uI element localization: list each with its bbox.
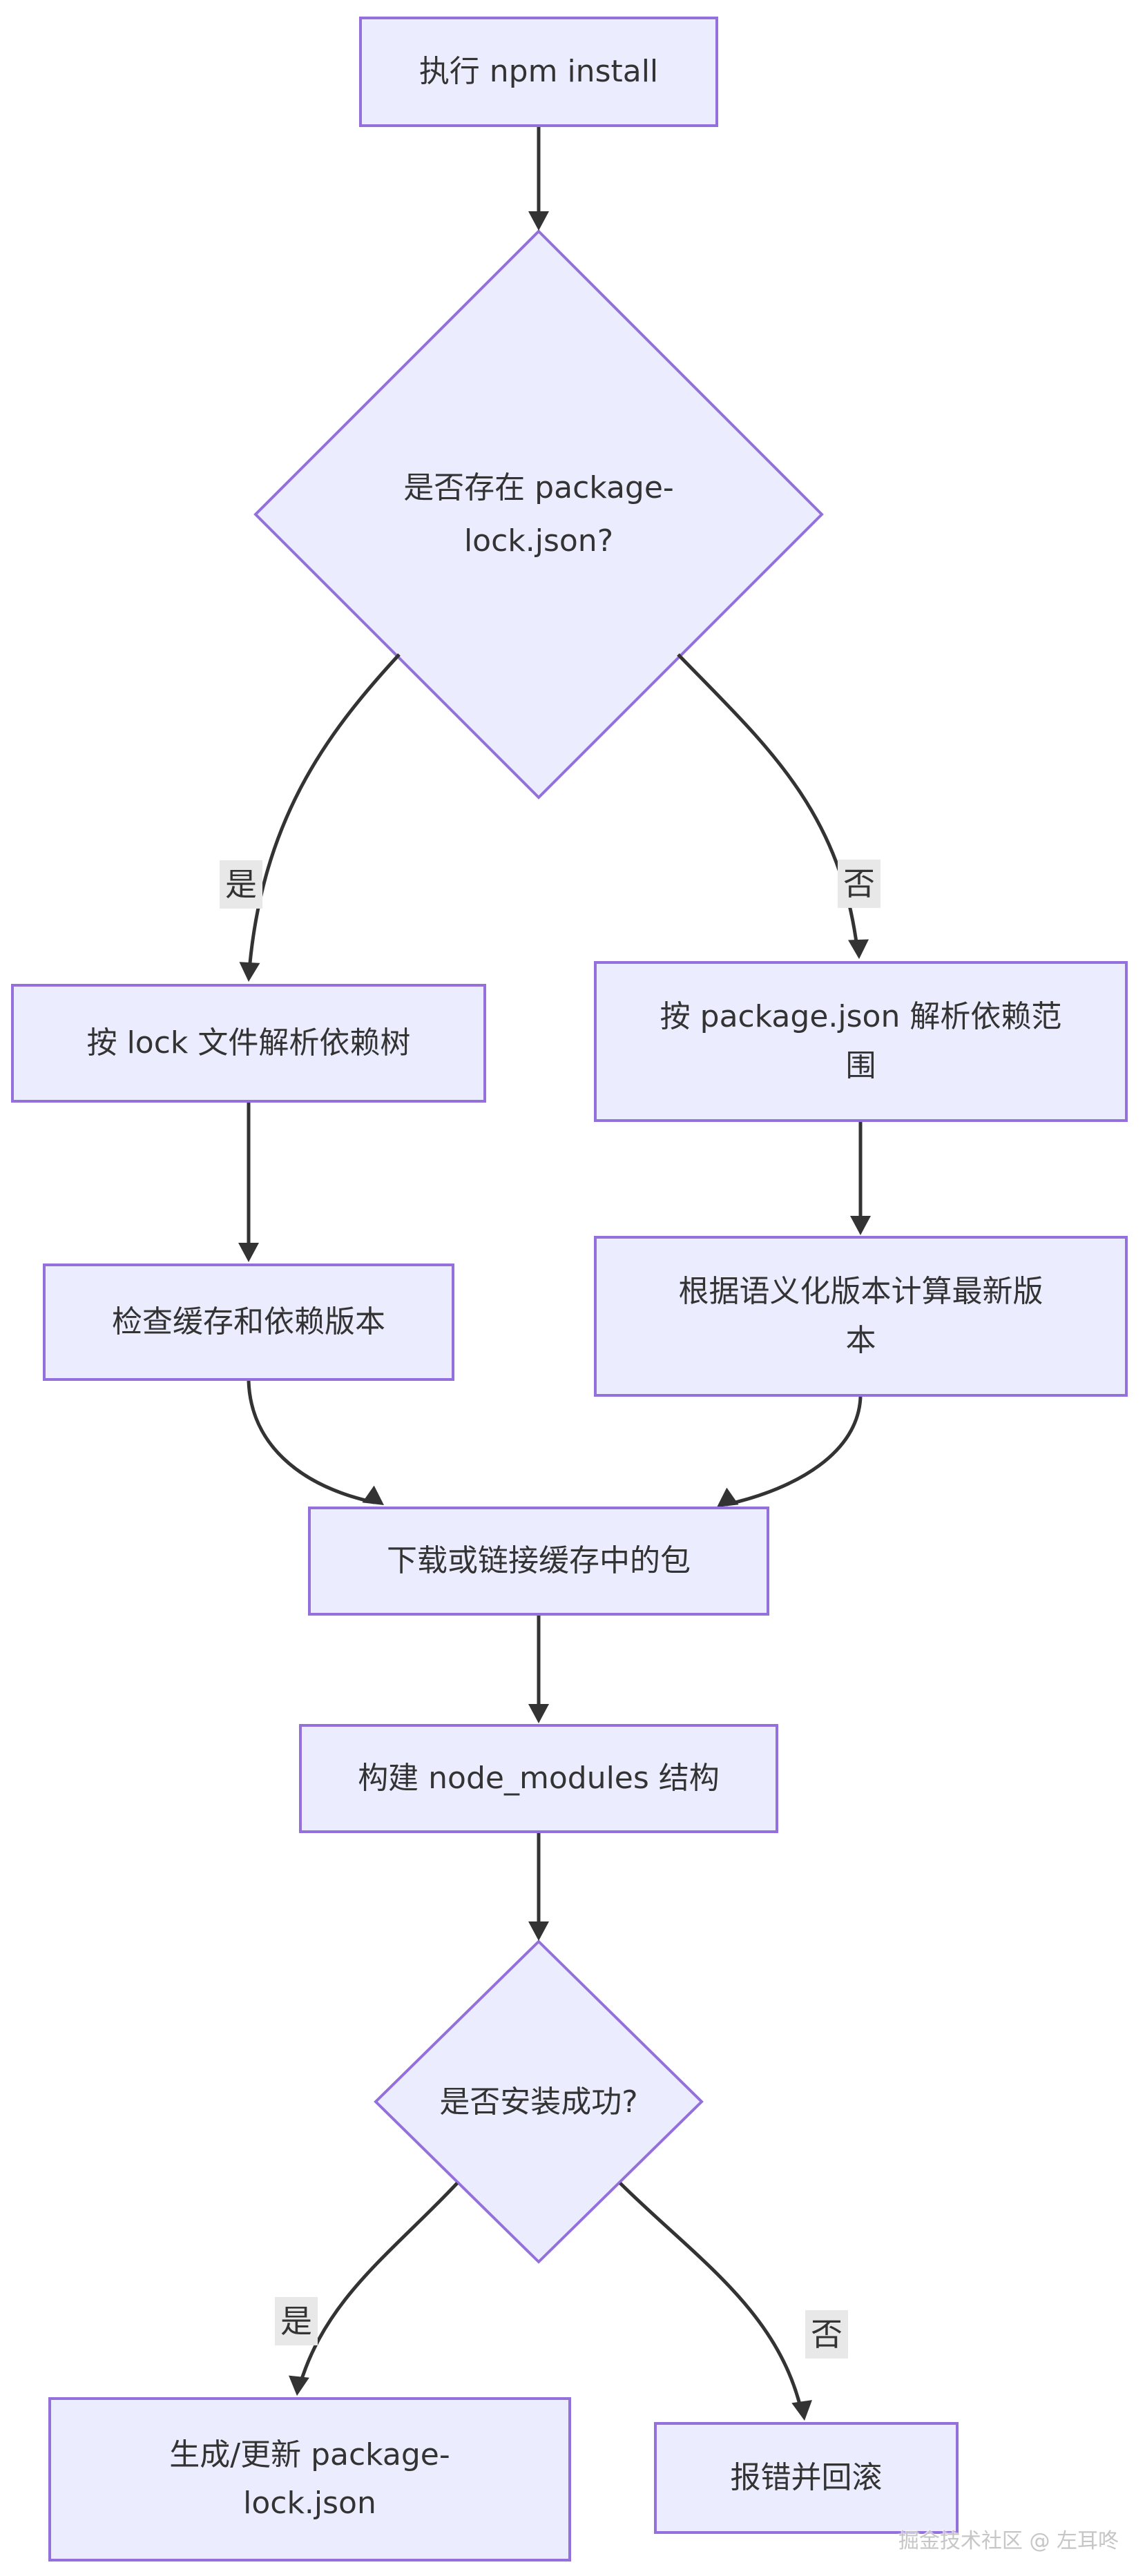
edge-decision-yes-to-parse-lock [247, 653, 401, 971]
node-parse-package-line2: 围 [845, 1047, 876, 1083]
node-decision-lock-line2: lock.json? [463, 523, 614, 559]
arrowhead-yes-to-generate-lock [289, 2375, 309, 2396]
edge-label-yes-2: 是 [275, 2296, 318, 2346]
edge-calc-semver-to-download [726, 1396, 863, 1507]
node-generate-lock-line1: 生成/更新 package- [169, 2437, 450, 2472]
node-generate-lock-line2: lock.json [243, 2486, 376, 2521]
edge-label-no-2: 否 [805, 2309, 848, 2359]
node-start: 执行 npm install [359, 17, 718, 127]
node-download: 下载或链接缓存中的包 [308, 1507, 769, 1616]
node-calc-semver: 根据语义化版本计算最新版 本 [594, 1236, 1128, 1397]
node-download-label: 下载或链接缓存中的包 [387, 1542, 691, 1578]
decision-success-diamond-shape [374, 1939, 704, 2264]
arrowhead-to-calc-semver [850, 1216, 871, 1235]
node-build-modules-label: 构建 node_modules 结构 [358, 1760, 720, 1796]
node-start-label: 执行 npm install [418, 53, 659, 89]
node-build-modules: 构建 node_modules 结构 [299, 1724, 778, 1833]
node-decision-lock: 是否存在 package- lock.json? [297, 428, 780, 601]
arrowhead-left-to-download [362, 1485, 384, 1505]
node-decision-success: 是否安装成功? [366, 2060, 711, 2143]
edge-label-no-1: 否 [838, 859, 881, 909]
node-decision-lock-line1: 是否存在 package- [403, 470, 674, 505]
node-calc-semver-line2: 本 [845, 1322, 876, 1358]
node-generate-lock: 生成/更新 package- lock.json [48, 2397, 571, 2562]
arrowhead-yes-to-parse-lock [239, 962, 260, 982]
edge-success-no-to-error-rollback [619, 2182, 803, 2410]
node-decision-success-label: 是否安装成功? [439, 2084, 638, 2120]
node-calc-semver-line1: 根据语义化版本计算最新版 [678, 1274, 1043, 1310]
node-check-cache: 检查缓存和依赖版本 [43, 1263, 454, 1381]
node-parse-package: 按 package.json 解析依赖范 围 [594, 961, 1128, 1122]
node-parse-lock: 按 lock 文件解析依赖树 [11, 984, 486, 1103]
arrowhead-right-to-download [717, 1487, 739, 1507]
node-parse-lock-label: 按 lock 文件解析依赖树 [86, 1025, 411, 1061]
edge-decision-no-to-parse-pkg [677, 653, 859, 948]
arrowhead-to-build [528, 1704, 549, 1723]
arrowhead-start-to-decision [528, 211, 549, 231]
watermark: 掘金技术社区 @ 左耳咚 [898, 2529, 1119, 2553]
edge-label-yes-1: 是 [220, 860, 262, 909]
arrowhead-no-to-parse-pkg [848, 939, 869, 959]
node-error-rollback: 报错并回滚 [654, 2422, 959, 2534]
edge-check-cache-to-download [247, 1380, 375, 1504]
arrowhead-to-check-cache [238, 1243, 259, 1262]
edge-success-yes-to-generate-lock [298, 2182, 459, 2386]
node-parse-package-line1: 按 package.json 解析依赖范 [660, 999, 1062, 1035]
node-error-rollback-label: 报错并回滚 [730, 2459, 883, 2495]
arrowhead-to-decision-success [528, 1921, 549, 1941]
arrowhead-no-to-error-rollback [791, 2400, 812, 2421]
node-check-cache-label: 检查缓存和依赖版本 [112, 1304, 385, 1339]
